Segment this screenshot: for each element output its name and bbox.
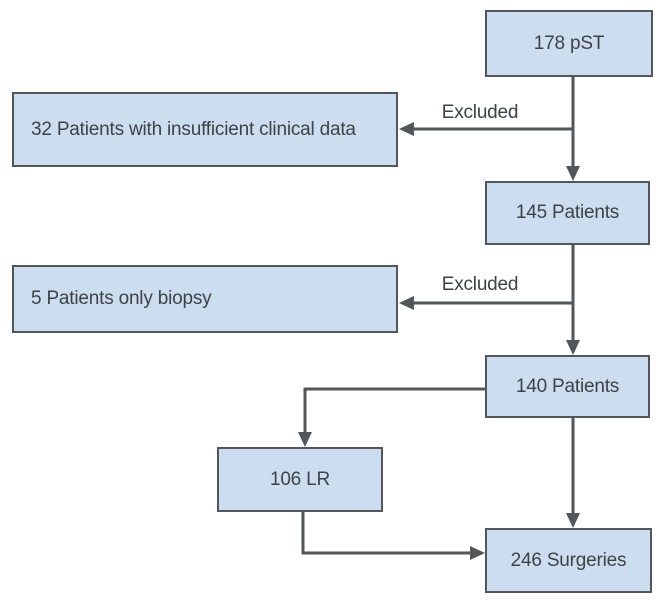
arrowhead-down-145: [566, 166, 580, 181]
edge-140-to-106: [303, 387, 485, 434]
node-178-pst-label: 178 pST: [533, 32, 605, 54]
excluded-label-2: Excluded: [441, 274, 519, 295]
edge-106-to-246: [301, 512, 472, 555]
excluded-label-1: Excluded: [441, 102, 519, 123]
arrowhead-right-246: [470, 546, 485, 560]
node-140-patients-label: 140 Patients: [515, 375, 620, 397]
arrowhead-down-106: [298, 432, 312, 447]
arrowhead-left-excluded-2: [399, 296, 414, 310]
node-145-patients: 145 Patients: [485, 181, 650, 245]
node-excluded-only-biopsy: 5 Patients only biopsy: [12, 265, 398, 333]
node-246-surgeries: 246 Surgeries: [485, 528, 652, 593]
arrowhead-down-140: [566, 340, 580, 355]
arrowhead-down-246: [566, 513, 580, 528]
node-106-lr: 106 LR: [217, 447, 383, 512]
node-140-patients: 140 Patients: [485, 355, 650, 418]
arrowhead-left-excluded-1: [399, 122, 414, 136]
node-excluded-insufficient-data: 32 Patients with insufficient clinical d…: [12, 92, 398, 167]
node-106-lr-label: 106 LR: [269, 468, 331, 490]
node-excluded-insufficient-data-label: 32 Patients with insufficient clinical d…: [31, 118, 356, 140]
node-145-patients-label: 145 Patients: [515, 202, 620, 223]
node-178-pst: 178 pST: [485, 10, 653, 77]
node-excluded-only-biopsy-label: 5 Patients only biopsy: [31, 288, 212, 309]
node-246-surgeries-label: 246 Surgeries: [510, 549, 627, 571]
